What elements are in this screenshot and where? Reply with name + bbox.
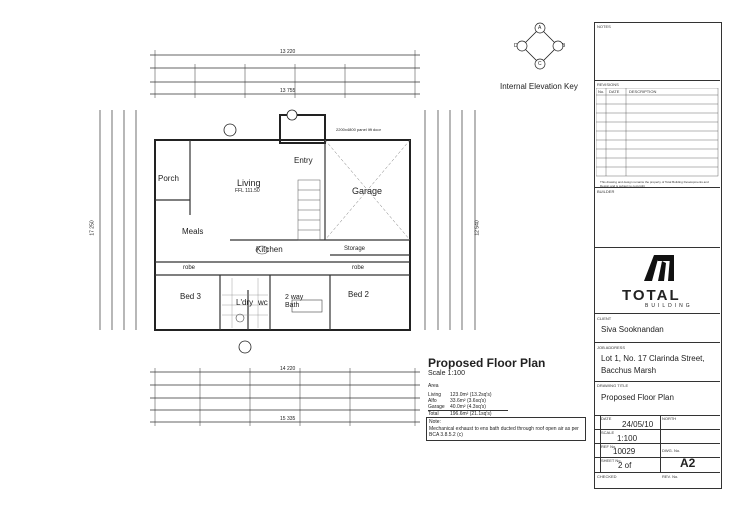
total-building-logo-icon	[644, 255, 674, 281]
room-laundry: L'dry	[236, 298, 254, 307]
room-bath: 2 way Bath	[285, 294, 304, 309]
rev-no-label: REV. No.	[662, 474, 679, 479]
dim-top-total-2: 13 755	[280, 88, 296, 94]
north-label: NORTH	[662, 416, 677, 421]
outer-wall	[154, 139, 411, 331]
room-kitchen: Kitchen	[256, 245, 283, 254]
client-name: Siva Sooknandan	[601, 325, 664, 334]
room-bed-3: Bed 3	[180, 292, 201, 301]
room-entry: Entry	[294, 156, 313, 165]
elevation-letter-a: A	[538, 25, 542, 31]
room-living: Living	[237, 178, 261, 188]
rev-col-no: No.	[598, 89, 605, 94]
ref-no-label: REF No.	[601, 444, 617, 449]
room-robe-2: robe	[352, 265, 365, 271]
section-marker-top	[223, 123, 237, 137]
scale-value: 1:100	[617, 434, 638, 443]
room-garage: Garage	[352, 186, 383, 196]
checked-label: CHECKED	[597, 474, 617, 479]
room-bed-2: Bed 2	[348, 290, 369, 299]
job-address-line1: Lot 1, No. 17 Clarinda Street,	[601, 354, 705, 363]
copyright-note: This drawing and design remains the prop…	[600, 180, 709, 188]
title-block	[594, 22, 722, 489]
plan-title: Proposed Floor Plan	[428, 356, 546, 370]
elevation-key-diagram	[516, 22, 564, 70]
note-heading: Note:	[429, 419, 441, 425]
scale-label: SCALE	[601, 430, 615, 435]
note-box: Note: Mechanical exhaust to ens bath duc…	[426, 417, 586, 441]
room-meals: Meals	[182, 227, 204, 236]
room-robe-1: robe	[183, 265, 196, 271]
brand-name: TOTAL	[622, 287, 681, 304]
area-heading: Area	[428, 383, 439, 389]
entry-porch	[279, 114, 326, 144]
section-marker-bottom	[238, 340, 252, 354]
dim-bottom-total: 14 220	[280, 366, 296, 372]
date-label: DATE	[601, 416, 612, 421]
brand-sub: BUILDING	[645, 303, 693, 309]
sheet-size: A2	[680, 456, 696, 470]
drawing-title-label: DRAWING TITLE	[597, 383, 629, 388]
room-porch: Porch	[158, 174, 179, 183]
rev-col-description: DESCRIPTION	[629, 89, 657, 94]
dim-top-total: 13 220	[280, 49, 296, 55]
revisions-label: REVISIONS	[597, 82, 619, 87]
elevation-letter-c: C	[538, 61, 542, 67]
builder-label: BUILDER	[597, 189, 615, 194]
notes-label: NOTES	[597, 24, 611, 29]
room-wc: wc	[258, 298, 268, 307]
room-living-ffl: FFL 111.50	[235, 188, 260, 194]
sheet-no-label: SHEET No.	[601, 458, 622, 463]
revisions-table	[596, 88, 719, 177]
elevation-letter-d: D	[514, 43, 518, 49]
sheet-no-value: 2 of	[618, 461, 632, 470]
rev-col-date: DATE	[609, 89, 620, 94]
dim-left-total: 17 250	[89, 220, 96, 236]
client-label: CLIENT	[597, 316, 612, 321]
dim-bottom-total-2: 15 335	[280, 416, 296, 422]
room-storage: Storage	[344, 246, 366, 252]
garage-door-label: 2200x4800 panel lift door	[336, 127, 381, 132]
note-text: Mechanical exhaust to ens bath ducted th…	[429, 426, 579, 438]
job-address-line2: Bacchus Marsh	[601, 366, 657, 375]
dwg-no-label: DWG. No.	[662, 448, 681, 453]
elevation-letter-b: B	[562, 43, 566, 49]
job-address-label: JOB ADDRESS	[597, 345, 626, 350]
date-value: 24/05/10	[622, 420, 654, 429]
dim-right-total: 12 540	[474, 220, 481, 236]
elevation-key-label: Internal Elevation Key	[500, 82, 578, 91]
ref-no-value: 10029	[613, 447, 636, 456]
plan-scale: Scale 1:100	[428, 370, 465, 377]
drawing-title: Proposed Floor Plan	[601, 393, 674, 402]
